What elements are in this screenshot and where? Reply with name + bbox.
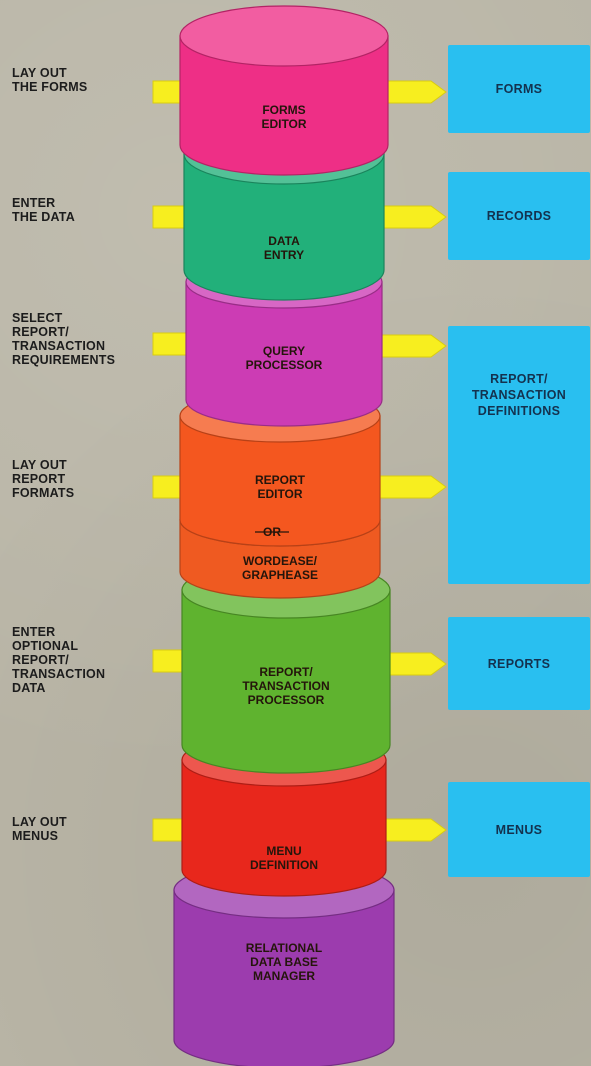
output-forms-box: FORMS (448, 45, 590, 133)
arrow-out-menus (377, 818, 447, 842)
output-reports-box: REPORTS (448, 617, 590, 710)
output-forms-label: FORMS (495, 82, 543, 96)
output-records-box: RECORDS (448, 172, 590, 260)
output-records-label: RECORDS (486, 209, 552, 223)
cylinder-forms-editor-body (179, 35, 389, 176)
cylinder-wordease-label: WORDEASE/GRAPHEASE (242, 554, 318, 582)
output-reports-label: REPORTS (487, 656, 551, 671)
cylinder-query-processor-body (185, 281, 383, 427)
cylinder-report-editor-body (179, 415, 381, 547)
arrow-out-definitions (377, 334, 447, 358)
cylinder-transaction-processor-body (181, 589, 391, 774)
cylinder-data-entry-body (183, 153, 385, 301)
output-menus-box: MENUS (448, 782, 590, 877)
cylinder-forms-editor-top (179, 5, 389, 67)
arrow-out-definitions-2 (377, 475, 447, 499)
cylinder-dbms-body (173, 889, 395, 1066)
arrow-out-records (377, 205, 447, 229)
output-menus-label: MENUS (495, 822, 543, 837)
cylinder-menu-definition-body (181, 759, 387, 897)
